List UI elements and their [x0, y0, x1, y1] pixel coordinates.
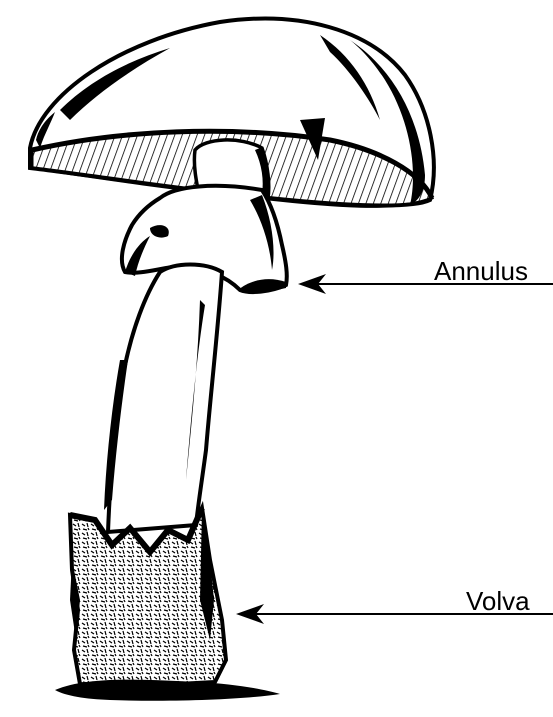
volva-cup [55, 508, 280, 701]
stem [104, 265, 222, 533]
annulus-label: Annulus [434, 258, 528, 284]
volva-label: Volva [466, 588, 530, 614]
